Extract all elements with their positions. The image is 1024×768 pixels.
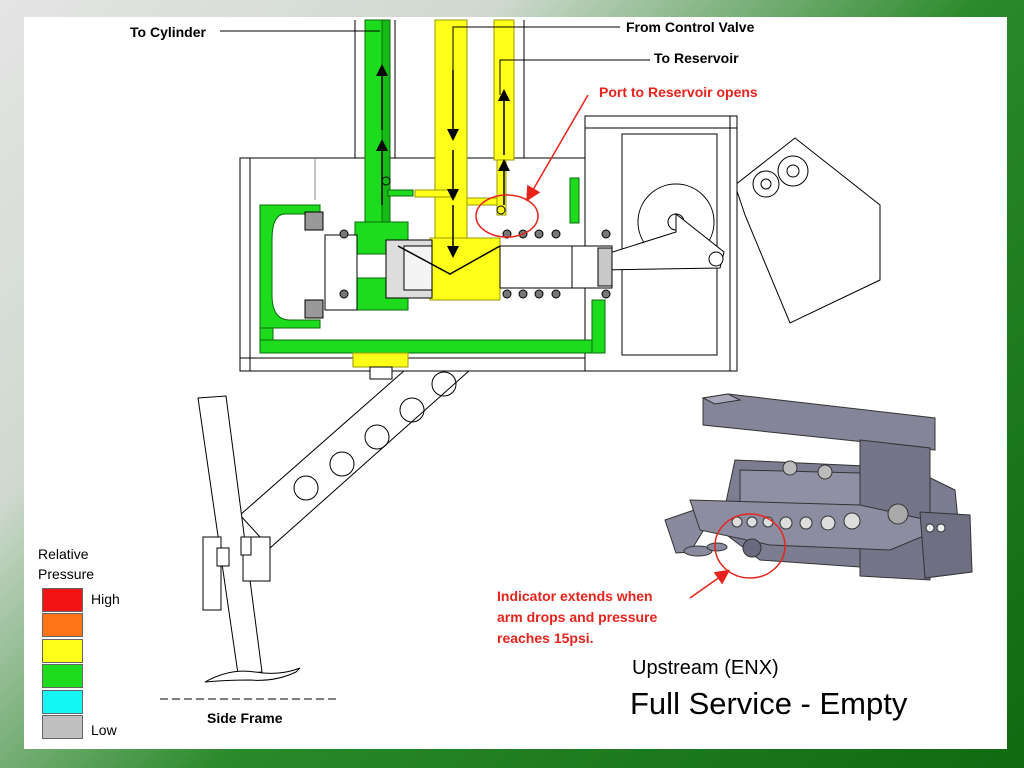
legend-high-label: High (91, 591, 120, 607)
indicator-note-line: Indicator extends when (497, 588, 653, 604)
leader-from-control-valve (452, 26, 620, 70)
legend-swatch-orange (42, 613, 83, 637)
arm-hole (431, 371, 457, 397)
legend-title: Relative Pressure (38, 544, 94, 584)
indicator-note-line: reaches 15psi. (497, 630, 594, 646)
legend-swatch-yellow (42, 639, 83, 663)
flow-arrows (376, 64, 510, 258)
indicator-note: Indicator extends when arm drops and pre… (497, 586, 657, 649)
port-callout-arrow (526, 94, 589, 202)
leader-lines (220, 26, 650, 95)
to-cylinder-label: To Cylinder (130, 24, 206, 40)
arm-hole (399, 397, 425, 423)
legend-title-line: Relative (38, 546, 89, 562)
port-highlight-circle (475, 194, 539, 238)
high-pressure-passages (259, 19, 606, 354)
lever-plate (734, 137, 881, 324)
control-valve-line (434, 19, 468, 251)
crank (599, 183, 725, 271)
legend-swatch-red (42, 588, 83, 612)
side-frame-label: Side Frame (207, 710, 283, 726)
arm-hole (329, 451, 355, 477)
gray-3d-model (664, 393, 973, 581)
indicator-note-line: arm drops and pressure (497, 609, 658, 625)
from-control-valve-label: From Control Valve (626, 19, 755, 35)
slide-subtitle: Upstream (ENX) (632, 657, 779, 679)
port-to-reservoir-note: Port to Reservoir opens (599, 84, 758, 100)
spool (304, 211, 613, 319)
indicator-callout-arrow (689, 569, 731, 599)
legend-swatch-green (42, 664, 83, 688)
leader-to-reservoir (499, 59, 650, 95)
port-cap (352, 352, 409, 368)
to-reservoir-label: To Reservoir (654, 50, 739, 66)
legend-title-line: Pressure (38, 566, 95, 582)
indicator-highlight-circle (714, 513, 786, 579)
slide-title: Full Service - Empty (630, 686, 908, 721)
legend-swatch-gray (42, 715, 83, 739)
arm-hole (293, 475, 319, 501)
legend-swatch-cyan (42, 690, 83, 714)
arm-assembly (197, 347, 471, 683)
slide-panel (24, 17, 1007, 749)
arm-hole (364, 424, 390, 450)
cylinder-line (364, 19, 383, 229)
legend-low-label: Low (91, 722, 117, 738)
